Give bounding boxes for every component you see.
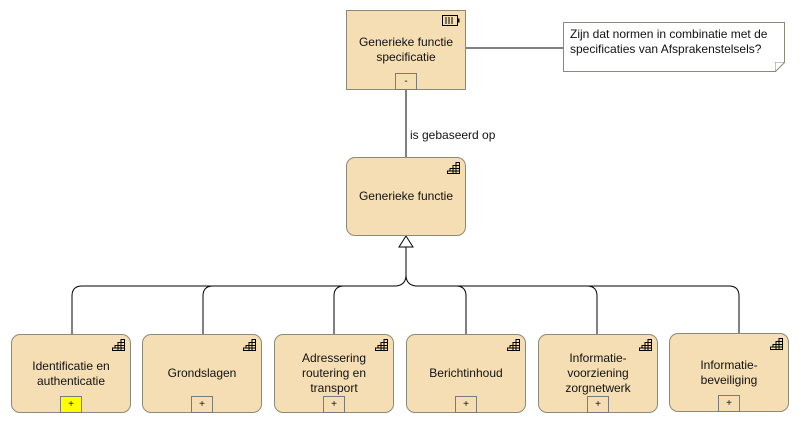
function-icon — [243, 339, 256, 355]
child-node[interactable]: Informatie-beveiliging + — [669, 333, 789, 412]
expand-toggle[interactable]: + — [718, 395, 740, 412]
expand-toggle[interactable]: + — [191, 396, 213, 413]
node-label: Identificatie en authenticatie — [32, 358, 110, 388]
collapse-toggle[interactable]: - — [395, 73, 417, 90]
child-node[interactable]: Adressering routering en transport + — [274, 334, 394, 413]
function-icon — [639, 339, 652, 355]
node-label: Berichtinhoud — [429, 366, 503, 380]
expand-toggle[interactable]: + — [455, 396, 477, 413]
node-label: Adressering routering en transport — [301, 351, 367, 395]
specialization-arrowhead — [398, 235, 414, 248]
function-icon — [447, 162, 460, 178]
function-icon — [507, 339, 520, 355]
node-label: Generieke functie — [358, 189, 454, 203]
note[interactable]: Zijn dat normen in combinatie met de spe… — [563, 22, 785, 72]
child-node[interactable]: Identificatie en authenticatie + — [11, 334, 131, 413]
generic-function-specification-node[interactable]: Generieke functie specificatie - — [346, 10, 466, 90]
node-label: Generieke functie specificatie — [358, 35, 454, 64]
expand-toggle[interactable]: + — [587, 396, 609, 413]
note-fold-corner — [775, 62, 785, 72]
generic-function-node[interactable]: Generieke functie — [346, 157, 466, 236]
child-node[interactable]: Berichtinhoud + — [406, 334, 526, 413]
specialization-branch — [202, 285, 214, 334]
expand-toggle[interactable]: + — [60, 396, 82, 413]
function-icon — [112, 339, 125, 355]
expand-toggle[interactable]: + — [323, 396, 345, 413]
node-label: Informatie-beveiliging — [700, 357, 758, 387]
artifact-icon — [442, 15, 460, 30]
child-node[interactable]: Grondslagen + — [142, 334, 262, 413]
node-label: Informatie-voorziening zorgnetwerk — [565, 351, 631, 395]
function-icon — [375, 339, 388, 355]
child-node[interactable]: Informatie-voorziening zorgnetwerk + — [538, 334, 658, 413]
function-icon — [770, 338, 783, 354]
specialization-branch — [586, 285, 598, 334]
specialization-branch — [333, 285, 345, 334]
specialization-branch — [405, 274, 740, 333]
relation-label: is gebaseerd op — [410, 128, 496, 142]
node-label: Grondslagen — [167, 366, 237, 380]
note-text: Zijn dat normen in combinatie met de spe… — [570, 27, 768, 56]
specialization-trunk — [71, 247, 407, 334]
specialization-branch — [455, 285, 467, 334]
specialization-tree — [71, 235, 740, 334]
